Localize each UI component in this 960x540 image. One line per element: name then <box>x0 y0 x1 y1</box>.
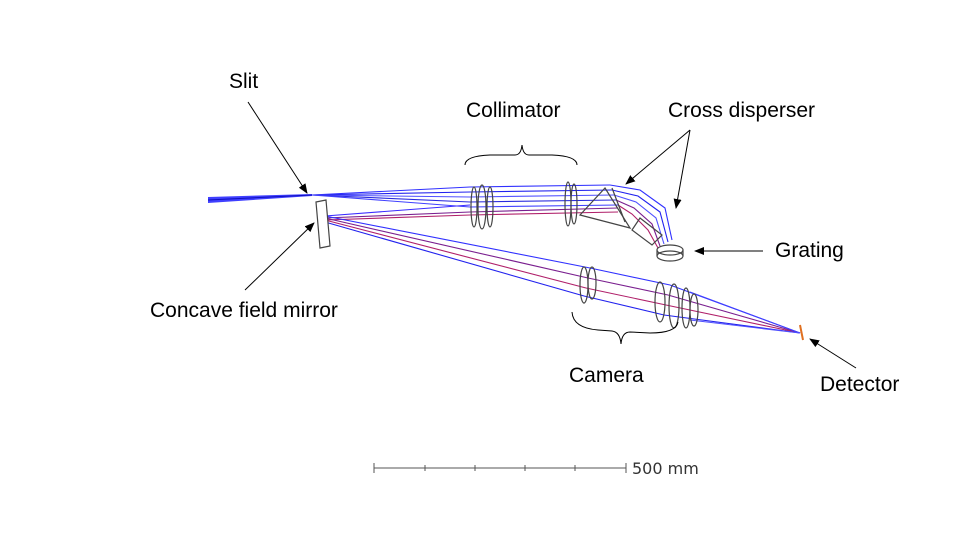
slit-label: Slit <box>229 70 259 93</box>
collimator-rays <box>324 184 619 221</box>
slit-arrow <box>247 101 308 194</box>
collimator-lenses <box>470 181 578 230</box>
collimator-label: Collimator <box>466 99 561 122</box>
camera-rays <box>324 215 801 334</box>
cross-disperser-arrow-right <box>673 129 691 209</box>
cross-disperser-label: Cross disperser <box>668 99 816 122</box>
grating-element <box>656 244 684 262</box>
collimator-brace <box>464 144 578 166</box>
camera-label: Camera <box>569 364 644 387</box>
detector-arrow <box>809 338 857 369</box>
detector-element <box>799 324 804 341</box>
grating-label: Grating <box>775 239 844 262</box>
scale-bar-label: 500 mm <box>632 459 699 478</box>
detector-label: Detector <box>820 373 900 396</box>
disperser-to-grating-rays <box>609 184 673 249</box>
mirror-arrow <box>244 222 315 291</box>
scale-bar <box>373 463 627 473</box>
concave-field-mirror <box>315 199 331 249</box>
input-beam <box>207 194 313 203</box>
concave-field-mirror-label: Concave field mirror <box>150 299 338 322</box>
camera-brace <box>571 311 679 345</box>
cross-disperser-arrow-left <box>625 129 691 185</box>
cross-disperser-prisms <box>578 187 663 246</box>
camera-lenses <box>579 266 699 329</box>
slit-to-collimator-rays <box>311 186 471 208</box>
annotation-arrows <box>244 101 857 369</box>
